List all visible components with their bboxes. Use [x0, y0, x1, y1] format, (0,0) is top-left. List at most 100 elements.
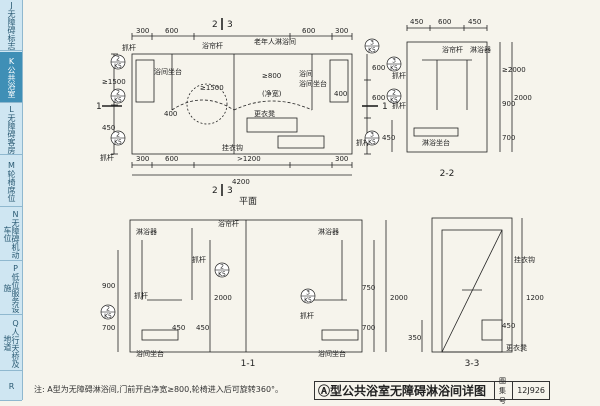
s22-curtain: 浴帘杆 — [442, 45, 463, 54]
plan-cut-2-bottom: 2 — [212, 186, 218, 196]
s11-curtain: 浴帘杆 — [218, 219, 239, 228]
plan-turn: ≥1500 — [200, 84, 224, 92]
sidebar-tab-1[interactable]: K公共浴室 — [0, 52, 22, 103]
section_11-tag-code-0: K5 — [104, 313, 112, 320]
s11-seat-l: 浴间坐台 — [136, 349, 164, 358]
plan-dim-right-0: 600 — [372, 64, 385, 72]
plan-dim-bottom-2: >1200 — [237, 155, 261, 163]
s11-shower-l: 淋浴器 — [136, 227, 157, 236]
s33-dim-2: 350 — [408, 334, 421, 342]
plan-w400b: 400 — [334, 90, 347, 98]
plan-caption: 平面 — [239, 196, 257, 207]
sidebar-tab-label: R — [7, 381, 16, 391]
section22-outline — [406, 41, 488, 153]
s22-dim-right-0: ≥2000 — [502, 66, 526, 74]
plan-dim-bottom-1: 600 — [165, 155, 178, 163]
plan-elderly-shower: 老年人淋浴间 — [254, 37, 296, 46]
plan-changing-stool: 更衣凳 — [254, 109, 275, 118]
plan-dim-right-1: 600 — [372, 94, 385, 102]
section_22-tag-code-0: K5 — [390, 65, 398, 72]
s22-grab: 抓杆 — [392, 71, 406, 80]
s11-grab-r: 抓杆 — [300, 311, 314, 320]
sidebar-tab-label: K公共浴室 — [7, 56, 16, 98]
drawing-title: Ⓐ型公共浴室无障碍淋浴间详图 — [318, 384, 487, 398]
s22-dim-right-1: 900 — [502, 100, 515, 108]
sidebar-tab-6[interactable]: Q人行天桥及地道 — [0, 316, 22, 371]
plan-grab-bar-c: 抓杆 — [356, 138, 370, 147]
sidebar-tab-0[interactable]: J无障碍标志 — [0, 0, 22, 51]
plan-cut-1-right: 1 — [382, 102, 388, 112]
s22-shower: 淋浴器 — [470, 45, 491, 54]
atlas-number: 12J926 — [512, 382, 549, 399]
section_22-tag-num-0: 3 — [392, 58, 396, 65]
s11-dim-left-1: 700 — [102, 324, 115, 332]
s33-stool: 更衣凳 — [506, 343, 527, 352]
s11-dim-mid-2: 2000 — [214, 294, 232, 302]
section_11-tag-num-0: 2 — [106, 306, 110, 313]
plan-dim-top-0: 300 — [136, 27, 149, 35]
section_11-tag-code-2: K5 — [304, 297, 312, 304]
section_11-tag-num-2: 3 — [306, 290, 310, 297]
plan-dim-top-2: 600 — [302, 27, 315, 35]
s22-dim-top-1: 600 — [438, 18, 451, 26]
plan-dim-left-1: 450 — [102, 124, 115, 132]
section_22-tag-code-1: K5 — [390, 97, 398, 104]
plan-clear: (净宽) — [262, 89, 282, 98]
footer-note: 注: A型为无障碍淋浴间,门前开启净宽≥800,轮椅进入后可旋转360°。 — [34, 385, 284, 394]
sidebar-tab-2[interactable]: L无障碍客房 — [0, 104, 22, 155]
sidebar-tab-label: N无障碍机动车位 — [3, 209, 20, 259]
s22-dim-top-2: 450 — [468, 18, 481, 26]
s22-caption: 2-2 — [440, 169, 455, 179]
s11-seat-r: 浴间坐台 — [318, 349, 346, 358]
plan-shower-curtain: 浴帘杆 — [202, 41, 223, 50]
plan-tag-num-2: 3 — [370, 40, 374, 47]
plan-w400: 400 — [164, 110, 177, 118]
s33-caption: 3-3 — [465, 359, 480, 369]
plan-tag-code-3: K5 — [368, 139, 376, 146]
sidebar-tab-7[interactable]: R — [0, 372, 22, 401]
s22-dim-top-0: 450 — [410, 18, 423, 26]
s11-dim-mid-1: 450 — [196, 324, 209, 332]
plan-tag-code-1: K5 — [114, 139, 122, 146]
sidebar-tabs: J无障碍标志 K公共浴室 L无障碍客房 M轮椅席位 N无障碍机动车位 P低位服务设施 Q人行… — [0, 0, 23, 401]
s33-hanger: 挂衣钩 — [514, 255, 535, 264]
s11-grab-l: 抓杆 — [134, 291, 148, 300]
s11-grab-m: 抓杆 — [192, 255, 206, 264]
sidebar-tab-3[interactable]: M轮椅席位 — [0, 156, 22, 207]
title-block: Ⓐ型公共浴室无障碍淋浴间详图 图集号 12J926 — [314, 377, 550, 405]
sidebar-tab-label: L无障碍客房 — [7, 104, 16, 154]
s22-seat: 淋浴坐台 — [422, 138, 450, 147]
plan-tag-code-2: K5 — [368, 47, 376, 54]
plan-dim-bottom-0: 300 — [136, 155, 149, 163]
sidebar-tab-5[interactable]: P低位服务设施 — [0, 262, 22, 315]
plan-grab-bar-a: 抓杆 — [122, 43, 136, 52]
sidebar-tab-label: J无障碍标志 — [7, 0, 16, 50]
s22-grab2: 抓杆 — [392, 101, 406, 110]
plan-tag-num-3: 3 — [370, 132, 374, 139]
s22-dim-right-3: 2000 — [514, 94, 532, 102]
plan-cut-2-top: 2 — [212, 20, 218, 30]
plan-dim-top-3: 300 — [335, 27, 348, 35]
s33-dim-0: 1200 — [526, 294, 544, 302]
plan-tag-code-4: K5 — [114, 97, 122, 104]
s33-dim-1: 450 — [502, 322, 515, 330]
plan-cut-3-bottom: 3 — [227, 186, 233, 196]
s11-dim-left-0: 900 — [102, 282, 115, 290]
section_11-tag-code-1: K5 — [218, 271, 226, 278]
plan-tag-num-4: 2 — [116, 90, 120, 97]
footer: 注: A型为无障碍淋浴间,门前开启净宽≥800,轮椅进入后可旋转360°。 Ⓐ型… — [22, 377, 600, 405]
drawing-svg: 平面 1 1 2 3 2 3 300 600 600 300 300 600 >… — [96, 18, 544, 369]
sidebar-tab-label: Q人行天桥及地道 — [3, 318, 20, 368]
plan-tag-num-0: 2 — [116, 56, 120, 63]
plan-bath-seat-b: 浴间坐台 — [299, 79, 327, 88]
plan-bath-seat-a: 浴间坐台 — [154, 67, 182, 76]
section_11-tag-num-1: 2 — [220, 264, 224, 271]
sidebar-tab-label: P低位服务设施 — [3, 263, 20, 313]
plan-dim-bottom-3: 300 — [335, 155, 348, 163]
s11-dim-mid-0: 450 — [172, 324, 185, 332]
s11-shower-r: 淋浴器 — [318, 227, 339, 236]
drawing-sheet: 平面 1 1 2 3 2 3 300 600 600 300 300 600 >… — [22, 0, 600, 400]
atlas-label: 图集号 — [494, 377, 512, 405]
sidebar-tab-4[interactable]: N无障碍机动车位 — [0, 208, 22, 261]
plan-dim-top-1: 600 — [165, 27, 178, 35]
